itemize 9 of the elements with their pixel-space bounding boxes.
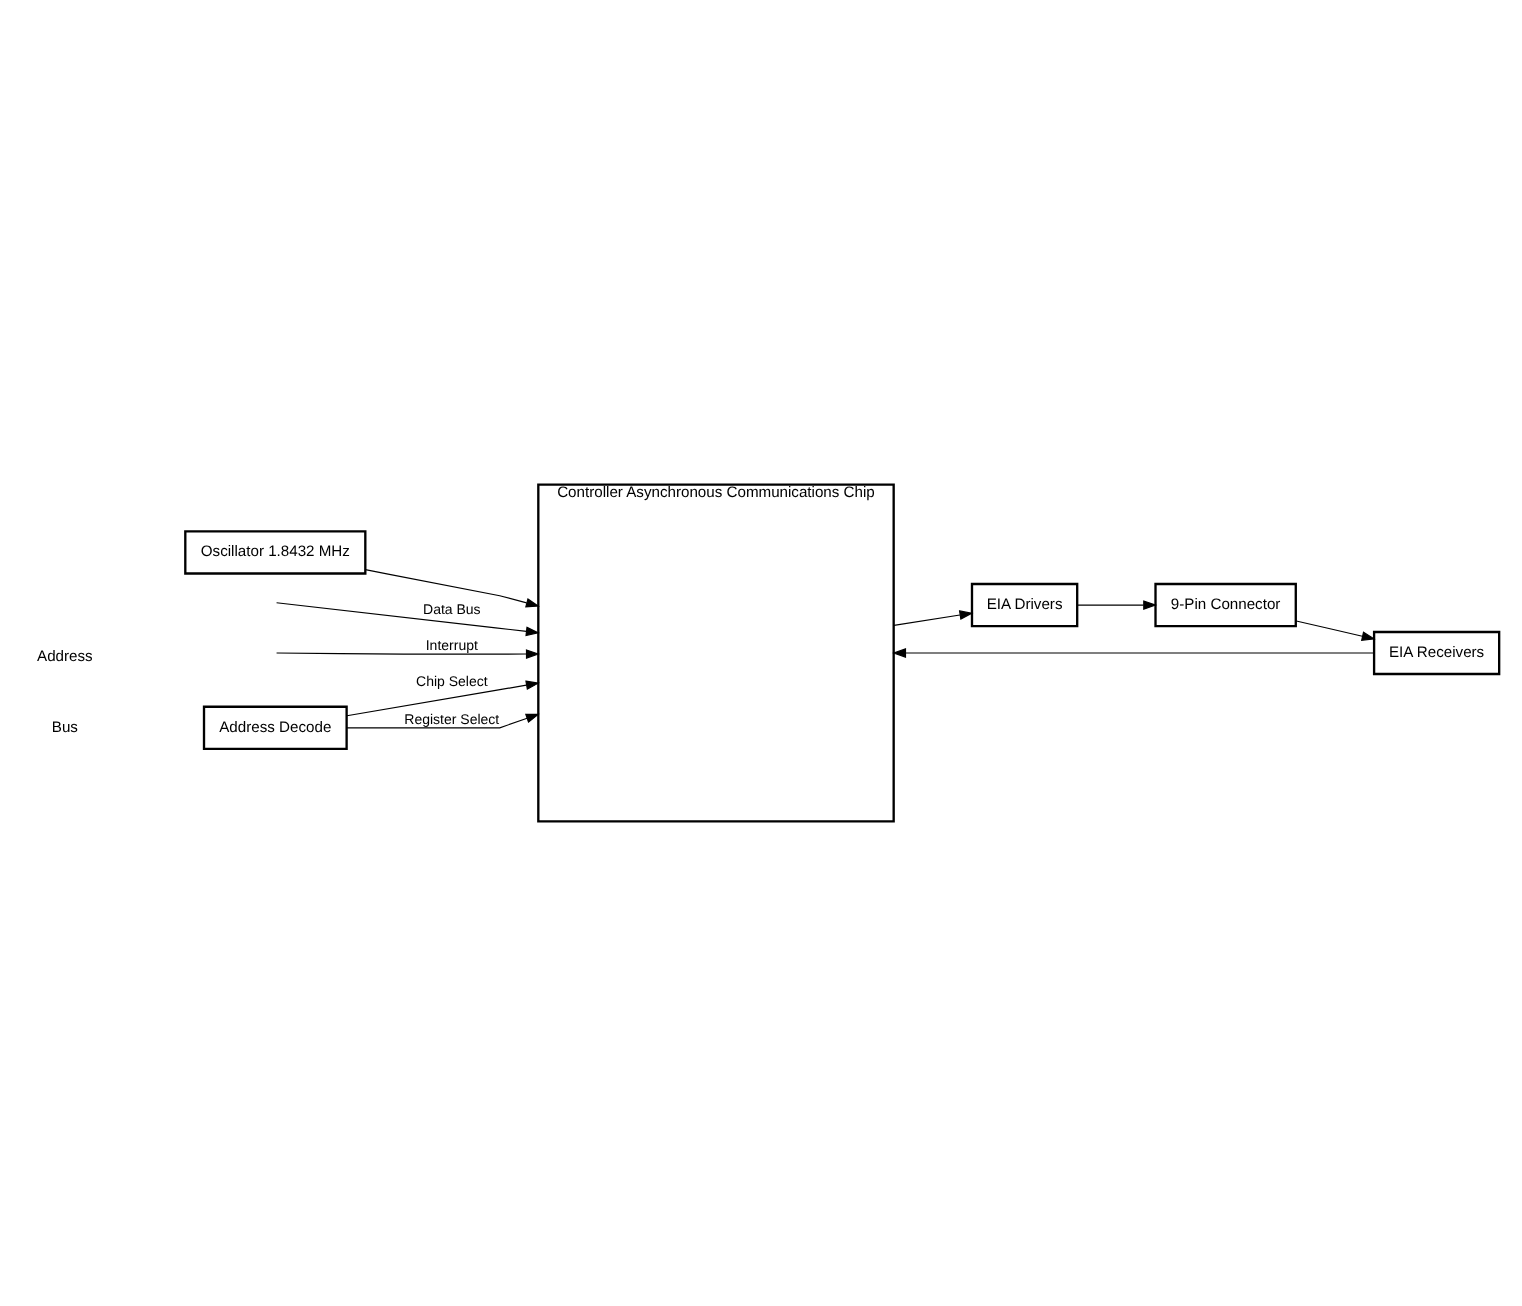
- arrow: [346, 713, 540, 729]
- arrow: [1076, 600, 1158, 610]
- arrow: [1295, 620, 1376, 641]
- arrow: [275, 602, 540, 637]
- arrow: [364, 569, 540, 608]
- arrow: [276, 649, 540, 659]
- arrow: [346, 680, 540, 717]
- arrow: [892, 648, 1375, 658]
- arrow: [893, 610, 974, 626]
